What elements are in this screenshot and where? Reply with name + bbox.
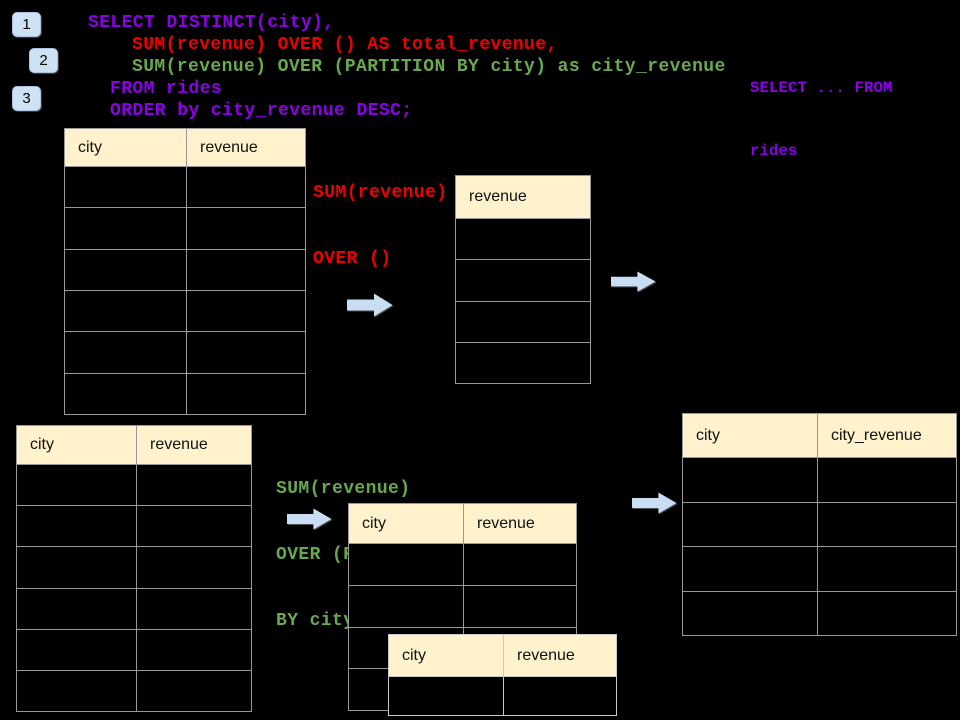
annotation-line: OVER () — [313, 249, 392, 269]
table-row — [683, 503, 956, 547]
annotation-line: SUM(revenue) — [276, 479, 411, 499]
table-row — [65, 167, 305, 209]
table-row — [65, 250, 305, 291]
table-row — [65, 332, 305, 374]
table-body — [17, 465, 251, 711]
table-source-bottom: city revenue — [16, 425, 252, 712]
column-header-revenue: revenue — [200, 138, 258, 156]
column-header-city: city — [78, 138, 102, 156]
table-header-row: revenue — [456, 176, 590, 219]
column-header-revenue: revenue — [150, 436, 208, 453]
step-badge-1: 1 — [12, 12, 41, 37]
table-row — [456, 302, 590, 343]
table-row — [65, 291, 305, 333]
table-header-row: city city_revenue — [683, 414, 956, 458]
table-header-row: city revenue — [349, 504, 576, 544]
table-source-top: city revenue — [64, 128, 306, 415]
sql-line-sum-over: SUM(revenue) OVER () AS total_revenue, — [132, 35, 558, 55]
column-header-city: city — [30, 436, 54, 453]
column-header-revenue: revenue — [477, 514, 535, 532]
column-header-revenue: revenue — [469, 188, 527, 205]
arrow-right-icon — [632, 492, 677, 514]
table-city-revenue-result: city city_revenue — [682, 413, 957, 636]
column-divider — [186, 129, 187, 414]
table-header-row: city revenue — [65, 129, 305, 167]
column-header-city-revenue: city_revenue — [831, 426, 922, 444]
table-row — [349, 544, 576, 586]
table-body — [65, 167, 305, 414]
table-row — [17, 671, 251, 711]
table-row — [683, 458, 956, 503]
table-row — [17, 506, 251, 548]
table-row — [683, 547, 956, 592]
table-row — [683, 592, 956, 636]
arrow-right-icon — [287, 508, 332, 530]
sql-line-order: ORDER by city_revenue DESC; — [110, 101, 413, 121]
table-row — [17, 630, 251, 671]
sql-line-select: SELECT DISTINCT(city), — [88, 13, 335, 33]
annotation-total-revenue: SUM(revenue) OVER () — [313, 138, 447, 292]
table-body — [456, 219, 590, 383]
step-badge-2: 2 — [29, 48, 58, 73]
table-row — [456, 260, 590, 302]
table-row — [17, 465, 251, 507]
sql-line-partition: SUM(revenue) OVER (PARTITION BY city) as… — [132, 57, 726, 77]
step-badge-3: 3 — [12, 86, 41, 111]
table-row — [456, 343, 590, 383]
table-row — [17, 547, 251, 589]
side-note: SELECT ... FROM rides — [750, 36, 893, 183]
column-header-city: city — [696, 426, 720, 444]
table-total-revenue: revenue — [455, 175, 591, 384]
table-header-row: city revenue — [389, 635, 616, 677]
column-divider — [503, 635, 504, 715]
column-divider — [136, 426, 137, 711]
sql-line-from: FROM rides — [110, 79, 223, 99]
side-note-line: SELECT ... FROM — [750, 79, 893, 97]
table-partition-overlay: city revenue — [388, 634, 617, 716]
table-row — [456, 219, 590, 261]
table-row — [65, 208, 305, 250]
column-header-revenue: revenue — [517, 646, 575, 664]
column-divider — [463, 504, 464, 710]
table-row — [17, 589, 251, 630]
column-divider — [817, 414, 818, 635]
table-row — [349, 586, 576, 628]
table-row — [65, 374, 305, 414]
column-header-city: city — [402, 646, 426, 664]
table-header-row: city revenue — [17, 426, 251, 465]
arrow-right-icon — [611, 271, 656, 292]
side-note-line: rides — [750, 142, 798, 160]
arrow-right-icon — [347, 293, 393, 317]
table-body — [683, 458, 956, 635]
column-header-city: city — [362, 514, 386, 532]
annotation-line: SUM(revenue) — [313, 183, 448, 203]
